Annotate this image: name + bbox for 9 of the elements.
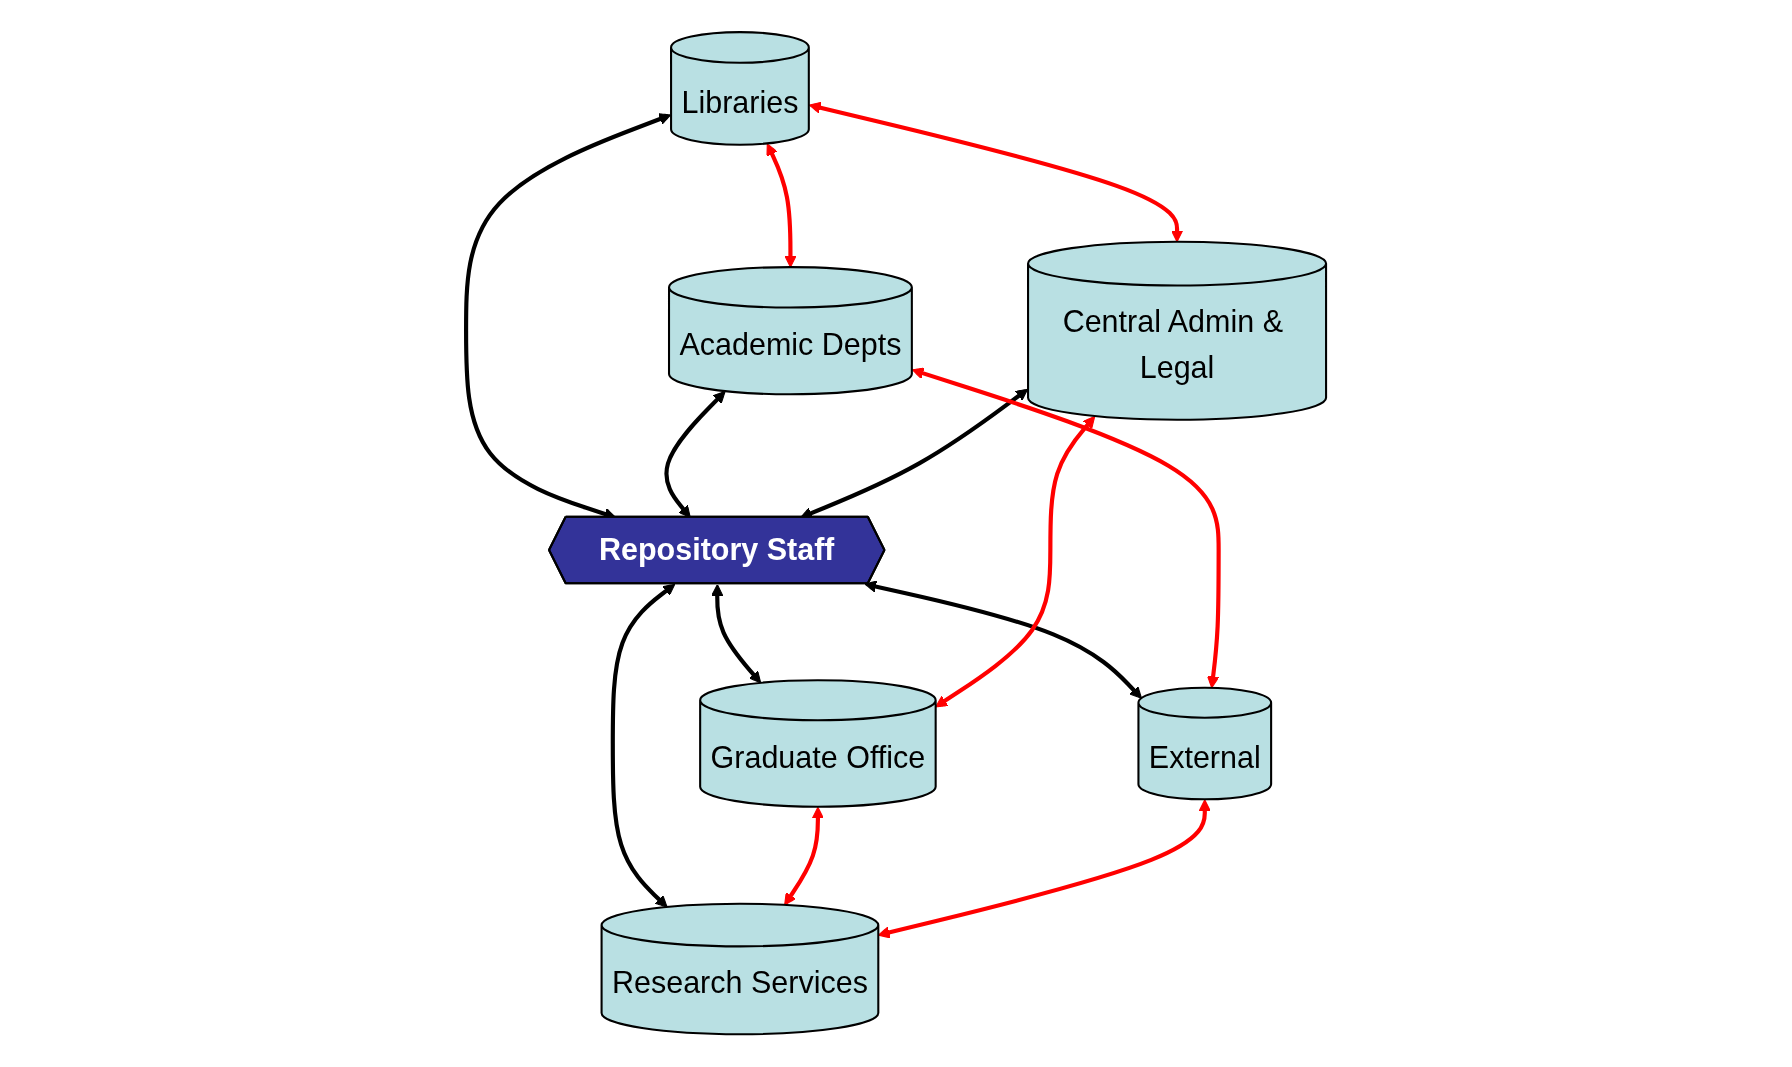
arrow [711,584,762,684]
arrow [877,799,1211,939]
arrow [935,416,1096,708]
arrow [610,584,676,908]
arrow [808,102,1184,243]
arrow [784,807,824,906]
arrow [911,367,1221,689]
arrow [766,143,797,268]
arrow [864,580,1142,700]
